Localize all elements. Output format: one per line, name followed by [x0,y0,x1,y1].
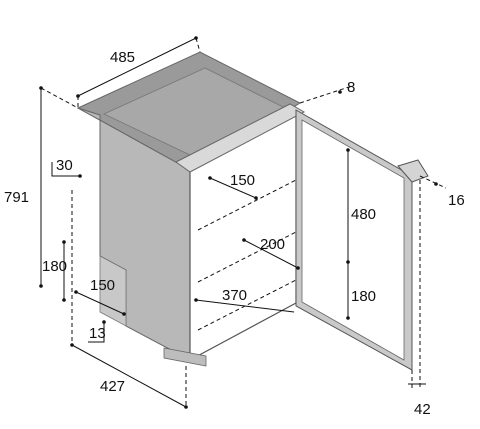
dim-line-150-step [75,291,125,315]
label-485: 485 [110,49,135,66]
label-200: 200 [260,236,285,253]
dot-200-a [242,238,246,242]
dot-16 [434,182,438,186]
inner-shelf-lower [197,231,297,283]
dim-line-200 [243,239,299,269]
inner-back-edge [197,279,297,331]
dot-485-a [76,94,80,98]
front-frame-bar [175,103,306,173]
dot-150s-a [74,290,78,294]
dot-150s-b [122,312,126,316]
dim-line-150-upper [209,177,257,199]
dot-427-b [184,405,188,409]
dot-8 [338,90,342,94]
label-16: 16 [448,192,465,209]
label-42: 42 [414,401,431,418]
label-30: 30 [56,157,73,174]
label-8: 8 [347,79,355,96]
label-180-left: 180 [42,258,67,275]
ext-791-top [40,87,79,109]
label-791: 791 [4,189,29,206]
ext-485-b [195,37,201,53]
dim-line-16 [419,175,447,189]
dim-line-485 [77,37,197,97]
label-150-step: 150 [90,277,115,294]
dim-line-8 [299,85,353,104]
dot-480-a [346,148,350,152]
dot-485-b [194,36,198,40]
dot-791-b [39,284,43,288]
dim-line-370 [195,299,295,313]
label-480: 480 [351,206,376,223]
label-370: 370 [222,287,247,304]
label-13: 13 [89,325,106,342]
inner-shelf-upper [197,179,297,231]
dim-line-427 [71,344,187,408]
dot-180r [346,316,350,320]
dot-427-a [70,343,74,347]
label-180-right: 180 [351,288,376,305]
dot-150u-a [208,176,212,180]
door-inner-panel [301,119,405,361]
dot-150u-b [254,196,258,200]
label-150-upper: 150 [230,172,255,189]
dot-370 [194,298,198,302]
dim-line-13 [88,322,105,343]
label-427: 427 [100,378,125,395]
dot-200-b [296,266,300,270]
dot-791-a [39,86,43,90]
side-step-shadow [99,255,127,327]
dot-13 [102,320,106,324]
dot-180l-a [62,240,66,244]
dot-180l-b [62,298,66,302]
dim-line-30 [51,162,80,177]
cabinet-foot [163,347,207,367]
dot-30 [78,174,82,178]
